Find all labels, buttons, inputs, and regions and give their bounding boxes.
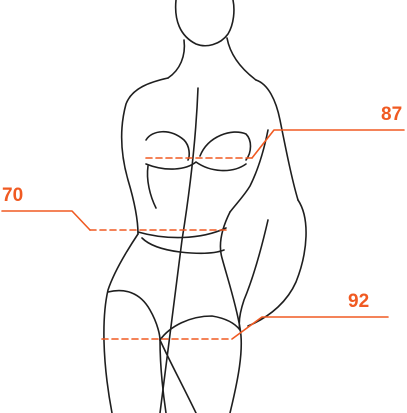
waistband-bottom	[142, 238, 224, 253]
head-outline	[176, 0, 234, 46]
left-shoulder-line	[122, 78, 168, 234]
bust-right-cup	[200, 132, 251, 160]
left-hip-curve	[108, 291, 160, 340]
bust-under-line	[146, 162, 246, 171]
torso-left-side	[104, 234, 138, 413]
torso-right-side	[220, 212, 241, 413]
waist-measurement-label: 70	[2, 185, 23, 206]
waist-leader-line	[2, 211, 90, 230]
right-arm-inner	[239, 220, 268, 330]
hips-measurement-label: 92	[348, 291, 369, 312]
right-shoulder-line	[256, 80, 298, 200]
bust-left-cup	[146, 132, 189, 160]
neck-right-line	[227, 38, 256, 80]
neck-left-line	[168, 40, 184, 78]
hips-leader-line	[232, 317, 388, 339]
bust-leader-line	[252, 130, 404, 158]
ribcage-left-line	[147, 166, 156, 208]
bust-measurement-label: 87	[381, 104, 402, 125]
armpit-line	[230, 130, 268, 212]
